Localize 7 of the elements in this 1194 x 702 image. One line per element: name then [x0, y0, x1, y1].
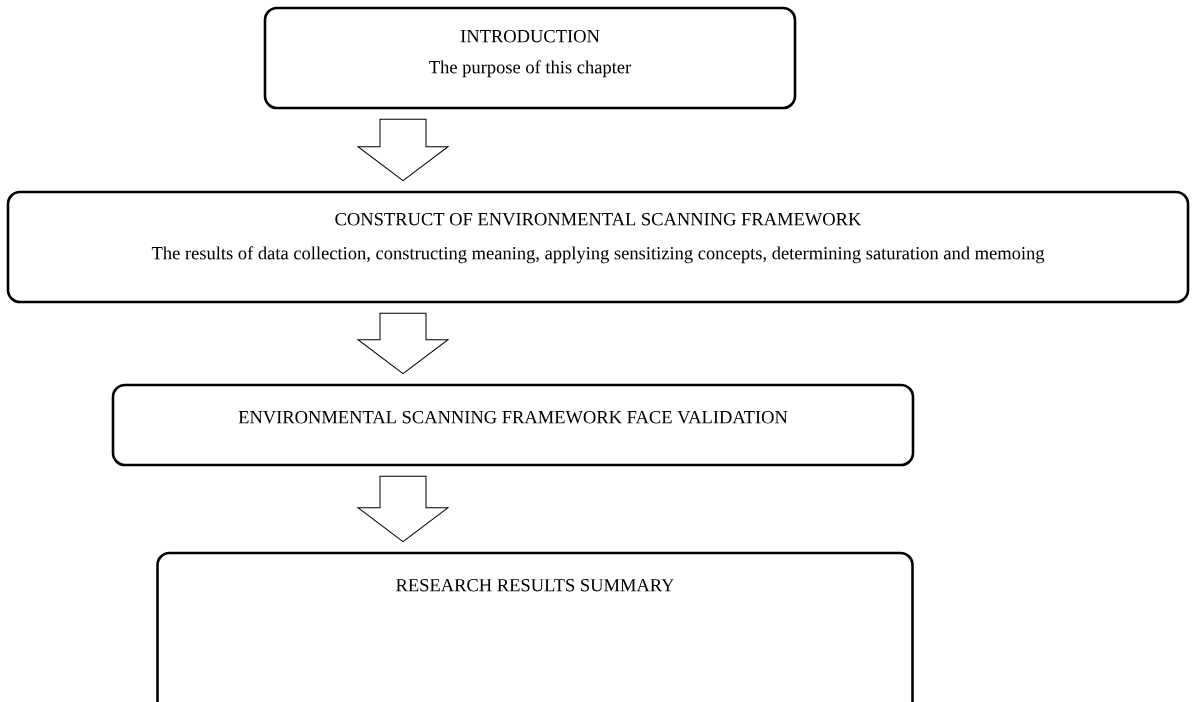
process-box: RESEARCH RESULTS SUMMARY	[156, 551, 914, 702]
block-arrow	[357, 475, 449, 543]
block-arrow	[357, 312, 449, 375]
process-box: INTRODUCTION The purpose of this chapter	[263, 6, 797, 110]
block-arrow	[357, 118, 449, 182]
process-box: CONSTRUCT OF ENVIRONMENTAL SCANNING FRAMEWORK The results of data collection, constructing meaning, applying sensitizing concepts, determining saturation and memoing	[6, 190, 1190, 304]
process-box: ENVIRONMENTAL SCANNING FRAMEWORK FACE VALIDATION	[111, 383, 915, 467]
